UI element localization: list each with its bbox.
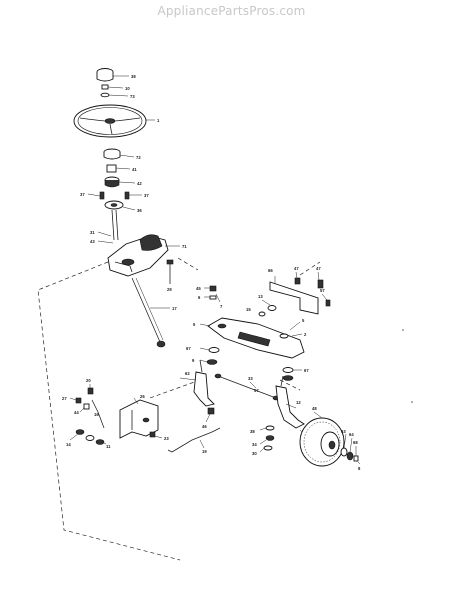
callout-57: 57	[320, 288, 325, 293]
right-spindle-washers	[282, 367, 302, 381]
front-wheel	[299, 411, 345, 467]
callout-7: 7	[220, 304, 223, 309]
steering-cap	[96, 68, 129, 82]
bolt-right	[124, 191, 142, 200]
callout-68: 68	[353, 440, 358, 445]
callout-26: 26	[140, 394, 145, 399]
callout-38: 38	[131, 74, 136, 79]
bolt-29	[166, 259, 174, 284]
callout-71: 71	[182, 244, 187, 249]
callout-29: 29	[167, 287, 172, 292]
callout-16: 16	[94, 412, 99, 417]
lower-left-fasteners	[69, 384, 107, 445]
callout-23: 23	[164, 436, 169, 441]
tie-rod	[214, 373, 280, 401]
callout-20: 20	[86, 378, 91, 383]
washer	[100, 92, 129, 98]
callout-12: 12	[296, 400, 301, 405]
callout-6: 6	[198, 295, 201, 300]
callout-67-b: 67	[304, 368, 309, 373]
steering-shaft	[97, 209, 119, 244]
right-spindle-fasteners	[259, 425, 275, 453]
callout-31: 31	[90, 230, 95, 235]
left-spindle-washers	[199, 347, 220, 365]
callout-73: 73	[130, 94, 135, 99]
callout-42: 42	[137, 181, 142, 186]
steering-bracket	[104, 200, 136, 211]
callout-43: 43	[90, 239, 95, 244]
callout-36: 36	[137, 208, 142, 213]
sleeve	[106, 164, 131, 173]
callout-67-a: 67	[186, 346, 191, 351]
callout-2: 2	[304, 332, 307, 337]
callout-64: 64	[349, 432, 354, 437]
right-spindle	[275, 375, 307, 437]
callout-46: 46	[202, 424, 207, 429]
callout-10: 10	[125, 86, 130, 91]
callout-11: 11	[106, 444, 111, 449]
callout-34: 34	[252, 442, 257, 447]
callout-19: 19	[202, 449, 207, 454]
callout-17: 17	[172, 306, 177, 311]
callout-5-b: 5	[302, 318, 305, 323]
callout-45: 45	[196, 286, 201, 291]
upper-right-bracket	[269, 271, 331, 315]
callout-8: 8	[358, 466, 361, 471]
wheel-hub-parts	[340, 433, 361, 465]
callout-30: 30	[252, 451, 257, 456]
front-axle	[199, 317, 305, 359]
bushing	[103, 148, 135, 160]
callout-41: 41	[132, 167, 137, 172]
callout-62: 62	[185, 371, 190, 376]
callout-14: 14	[66, 442, 71, 447]
link-arm	[167, 427, 221, 453]
callout-33: 33	[248, 376, 253, 381]
axle-bolts-upper	[204, 285, 221, 303]
callout-47-b: 47	[316, 266, 321, 271]
callout-44: 44	[74, 410, 79, 415]
callout-1: 1	[157, 118, 160, 123]
callout-72: 72	[136, 155, 141, 160]
nut	[101, 84, 124, 90]
watermark-text: AppliancePartsPros.com	[157, 4, 306, 18]
steering-gear-housing	[107, 234, 180, 277]
callout-15: 15	[246, 307, 251, 312]
callout-27: 27	[62, 396, 67, 401]
callout-13: 13	[258, 294, 263, 299]
callout-9: 9	[192, 358, 195, 363]
callout-47-a: 47	[294, 266, 299, 271]
callout-66: 66	[268, 268, 273, 273]
callout-37-left: 37	[80, 192, 85, 197]
bolt-left	[87, 191, 105, 200]
left-spindle	[179, 359, 215, 423]
steering-wheel	[73, 104, 155, 138]
callout-57-b: 57	[254, 388, 259, 393]
lower-left-bracket	[119, 397, 163, 439]
callout-37-right: 37	[144, 193, 149, 198]
gear	[104, 176, 136, 188]
dashed-frame	[37, 257, 321, 561]
callout-63: 63	[341, 429, 346, 434]
drag-link	[131, 277, 170, 348]
callout-38-b: 38	[250, 429, 255, 434]
spacer-13	[258, 299, 277, 317]
callout-48: 48	[312, 406, 317, 411]
callout-5-a: 5	[193, 322, 196, 327]
